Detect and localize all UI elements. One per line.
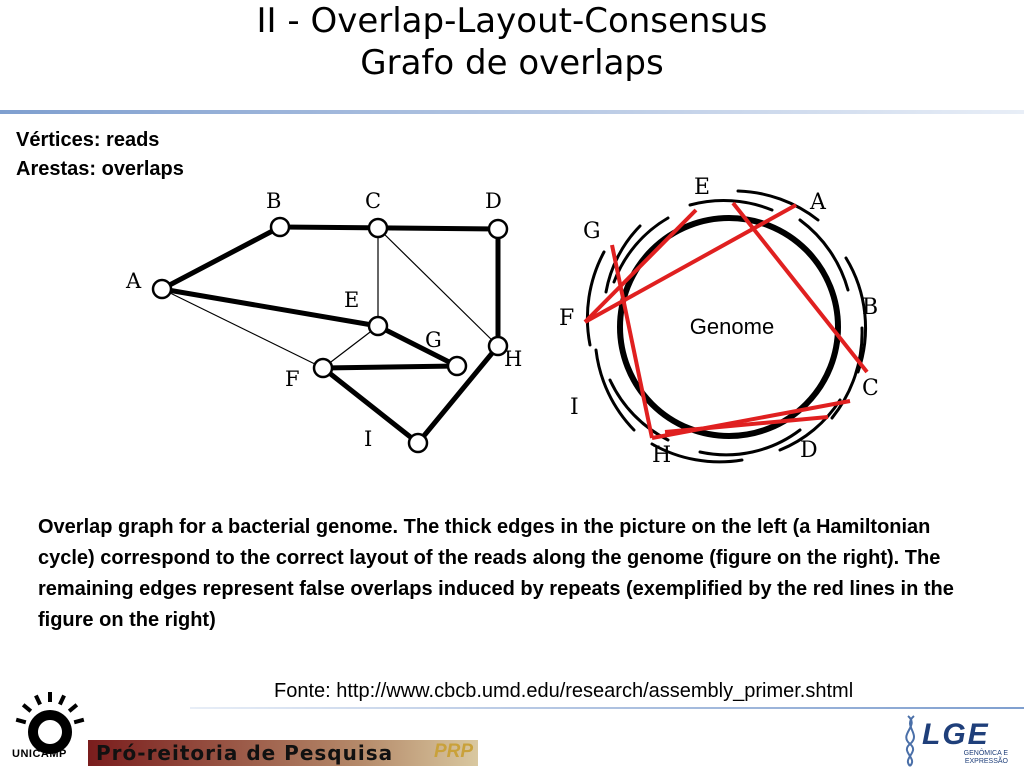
thick-edges [159, 224, 501, 446]
read-label-d: D [800, 438, 818, 463]
node-label-g: G [425, 328, 442, 352]
unicamp-logo [15, 692, 85, 754]
node-label-c: C [365, 189, 381, 213]
lge-subtitle-line-1: GENÔMICA E [963, 750, 1008, 757]
repeat-line-f-a [584, 203, 797, 324]
edge-e-f [322, 325, 379, 369]
node-i [407, 432, 429, 454]
edge-e-a [159, 286, 381, 329]
figures: A B C D E F G H I Genome [125, 175, 879, 468]
genome-label: Genome [690, 314, 774, 339]
node-label-a: A [125, 269, 142, 293]
repeat-lines [583, 201, 869, 440]
slide-title: II - Overlap-Layout-Consensus Grafo de o… [0, 0, 1024, 84]
node-f [312, 357, 334, 379]
read-arc-d [778, 398, 842, 452]
read-label-c: C [862, 376, 879, 401]
lge-logo-text: LGE [922, 718, 990, 751]
title-line-1: II - Overlap-Layout-Consensus [256, 1, 768, 41]
edge-f-g [320, 363, 460, 371]
lge-subtitle-line-2: EXPRESSÃO [964, 758, 1008, 765]
node-b [269, 216, 291, 238]
title-line-2: Grafo de overlaps [360, 43, 664, 83]
read-arc-a [798, 218, 850, 292]
prp-banner-text: Pró-reitoria de Pesquisa [96, 741, 394, 765]
node-h [487, 335, 509, 357]
read-arc-i-outer [594, 348, 636, 432]
thin-edges [161, 227, 499, 369]
read-label-a: A [809, 190, 827, 215]
edge-a-b [159, 224, 283, 292]
node-label-i: I [364, 427, 372, 451]
read-label-e: E [694, 175, 710, 200]
read-arc-h [650, 442, 744, 464]
repeat-line-h-d [664, 415, 829, 434]
node-labels: A B C D E F G H I [125, 189, 522, 451]
prp-logo-text: PRP [434, 741, 474, 762]
read-arc-c [830, 326, 864, 420]
edge-g-e [375, 323, 460, 369]
overlap-graph: A B C D E F G H I [125, 189, 522, 454]
read-arc-e-outer [736, 189, 820, 222]
genome-circle [617, 215, 841, 439]
read-arc-e-inner [688, 199, 774, 212]
repeat-line-e-c [731, 201, 869, 374]
prp-banner [88, 740, 478, 766]
node-g [446, 355, 468, 377]
node-label-f: F [285, 367, 300, 391]
genome-figure: Genome E A [559, 175, 879, 468]
node-label-h: H [504, 347, 522, 371]
node-e [367, 315, 389, 337]
definition-vertices: Vértices: reads [16, 129, 160, 151]
figure-caption: Overlap graph for a bacterial genome. Th… [38, 516, 954, 631]
read-arc-b [844, 256, 868, 374]
read-arc-f [585, 250, 606, 347]
edge-h-i [415, 343, 501, 446]
definitions: Vértices: reads Arestas: overlaps [16, 126, 184, 184]
definition-edges: Arestas: overlaps [16, 158, 184, 180]
repeat-line-f-g [583, 208, 698, 324]
read-label-i: I [570, 395, 579, 420]
repeat-line-g-h [610, 244, 654, 439]
read-arc-d-inner [698, 428, 802, 457]
lge-subtitle: GENÔMICA E EXPRESSÃO [928, 750, 1008, 766]
node-d [487, 218, 509, 240]
title-divider [0, 110, 1024, 114]
lge-logo [905, 715, 915, 767]
edge-b-d [277, 224, 501, 232]
read-labels: E A G F B C I H D [559, 175, 879, 468]
read-label-f: F [559, 306, 574, 331]
unicamp-label: UNICAMP [12, 748, 67, 760]
edge-i-f [320, 365, 421, 446]
read-label-g: G [583, 219, 601, 244]
node-label-e: E [344, 288, 359, 312]
footer-divider [190, 707, 1024, 709]
edge-c-h [377, 227, 499, 347]
read-label-h: H [652, 443, 671, 468]
node-c [367, 217, 389, 239]
source-citation: Fonte: http://www.cbcb.umd.edu/research/… [274, 680, 854, 702]
node-label-d: D [485, 189, 502, 213]
graph-nodes [151, 216, 509, 454]
node-a [151, 278, 173, 300]
node-label-b: B [266, 189, 281, 213]
edge-a-f [161, 288, 324, 369]
read-arc-g-inner [604, 224, 642, 294]
read-label-b: B [862, 295, 878, 320]
